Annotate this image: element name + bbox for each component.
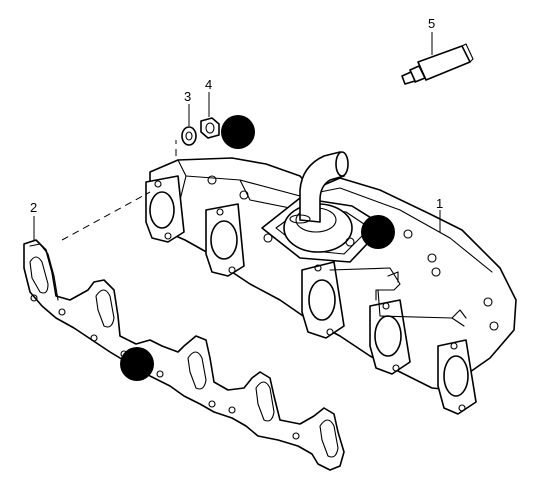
callout-5: 5 <box>428 16 435 31</box>
callout-4: 4 <box>205 77 212 92</box>
callout-2: 2 <box>30 200 37 215</box>
callout-3: 3 <box>184 89 191 104</box>
washer[interactable] <box>181 126 197 146</box>
exhaust-manifold[interactable] <box>145 151 517 415</box>
sealant-tube[interactable] <box>401 43 474 85</box>
marker-manifold <box>361 215 395 249</box>
marker-nut <box>221 115 255 149</box>
callout-1: 1 <box>436 196 443 211</box>
marker-gasket <box>120 347 154 381</box>
nut[interactable] <box>200 117 220 139</box>
